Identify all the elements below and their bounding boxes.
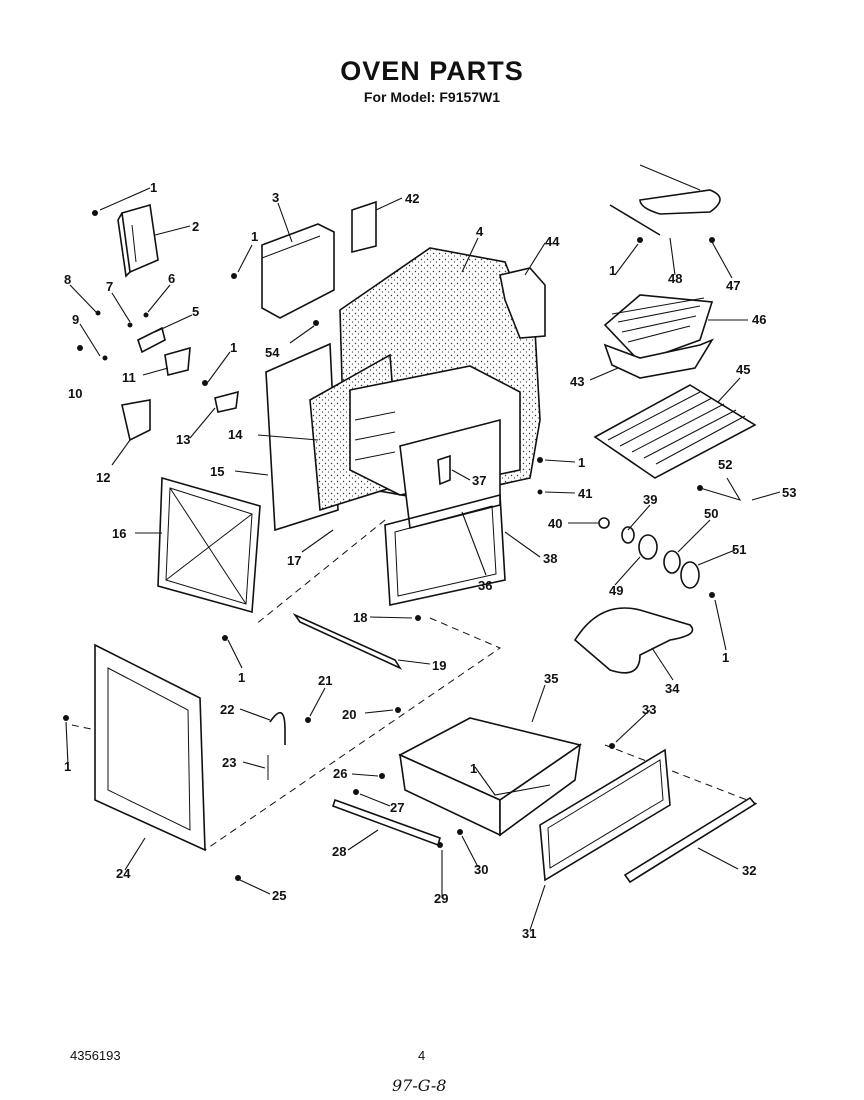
callout-2: 2 [192, 219, 199, 234]
callout-13: 13 [176, 432, 190, 447]
callout-1: 1 [578, 455, 585, 470]
callout-1: 1 [722, 650, 729, 665]
callout-49: 49 [609, 583, 623, 598]
part-bracket-2 [117, 203, 159, 278]
callout-14: 14 [228, 427, 243, 442]
part-door-window-16 [157, 476, 261, 614]
callout-37: 37 [472, 473, 486, 488]
callout-15: 15 [210, 464, 224, 479]
callout-18: 18 [353, 610, 367, 625]
callout-21: 21 [318, 673, 332, 688]
callout-30: 30 [474, 862, 488, 877]
callout-17: 17 [287, 553, 301, 568]
part-bracket-42 [351, 200, 377, 254]
callout-4: 4 [476, 224, 484, 239]
handwritten-note: 97-G-8 [392, 1076, 447, 1095]
part-hinge-22 [267, 712, 286, 780]
part-door-24 [94, 643, 206, 852]
callout-25: 25 [272, 888, 286, 903]
callout-7: 7 [106, 279, 113, 294]
callout-9: 9 [72, 312, 79, 327]
part-small-hardware [63, 210, 715, 881]
callout-11: 11 [122, 370, 136, 385]
callout-42: 42 [405, 191, 419, 206]
part-broil-element-34 [573, 607, 694, 674]
leader-lines [65, 187, 781, 931]
callout-24: 24 [116, 866, 131, 881]
part-shield-3 [261, 223, 335, 319]
part-frame-38 [384, 493, 506, 606]
callout-45: 45 [736, 362, 750, 377]
part-broiler-grid-46 [603, 294, 714, 363]
document-number: 4356193 [70, 1048, 121, 1063]
callout-16: 16 [112, 526, 126, 541]
callout-19: 19 [432, 658, 446, 673]
callout-52: 52 [718, 457, 732, 472]
callout-41: 41 [578, 486, 592, 501]
callout-1: 1 [251, 229, 258, 244]
callout-22: 22 [220, 702, 234, 717]
callout-39: 39 [643, 492, 657, 507]
callout-27: 27 [390, 800, 404, 815]
callout-48: 48 [668, 271, 682, 286]
model-subtitle: For Model: F9157W1 [363, 89, 501, 105]
part-broiler-pan-43 [603, 338, 714, 379]
callout-43: 43 [570, 374, 584, 389]
callout-1: 1 [64, 759, 71, 774]
callout-5: 5 [192, 304, 199, 319]
part-bake-element-48 [609, 164, 721, 236]
part-rings-49-51 [598, 517, 700, 589]
callout-6: 6 [168, 271, 175, 286]
callout-12: 12 [96, 470, 110, 485]
callout-26: 26 [333, 766, 347, 781]
page-number: 4 [418, 1048, 426, 1063]
callout-53: 53 [782, 485, 796, 500]
callout-20: 20 [342, 707, 356, 722]
callout-47: 47 [726, 278, 740, 293]
page-title: OVEN PARTS [340, 56, 524, 86]
callout-1: 1 [238, 670, 245, 685]
callout-38: 38 [543, 551, 557, 566]
callout-1: 1 [150, 180, 157, 195]
callout-50: 50 [704, 506, 718, 521]
part-oven-cavity-36 [349, 365, 521, 530]
callout-46: 46 [752, 312, 766, 327]
part-drawer-35 [398, 717, 582, 837]
callout-51: 51 [732, 542, 746, 557]
callout-35: 35 [544, 671, 558, 686]
callout-23: 23 [222, 755, 236, 770]
callout-34: 34 [665, 681, 680, 696]
part-oven-rack-45 [593, 384, 757, 479]
callout-54: 54 [265, 345, 280, 360]
part-number-callouts: 1 2 3 42 4 44 1 1 48 47 8 6 7 5 9 10 11 … [64, 180, 796, 941]
callout-36: 36 [478, 578, 492, 593]
callout-29: 29 [434, 891, 448, 906]
part-trim-32 [623, 796, 757, 884]
callout-31: 31 [522, 926, 536, 941]
callout-1: 1 [470, 761, 477, 776]
callout-3: 3 [272, 190, 279, 205]
part-rail-19 [292, 613, 403, 670]
callout-32: 32 [742, 863, 756, 878]
part-drawer-panel-31 [539, 748, 671, 882]
part-slide-28 [331, 798, 441, 847]
callout-10: 10 [68, 386, 82, 401]
callout-8: 8 [64, 272, 71, 287]
callout-44: 44 [545, 234, 560, 249]
callout-33: 33 [642, 702, 656, 717]
callout-1: 1 [609, 263, 616, 278]
callout-28: 28 [332, 844, 346, 859]
callout-1: 1 [230, 340, 237, 355]
callout-40: 40 [548, 516, 562, 531]
